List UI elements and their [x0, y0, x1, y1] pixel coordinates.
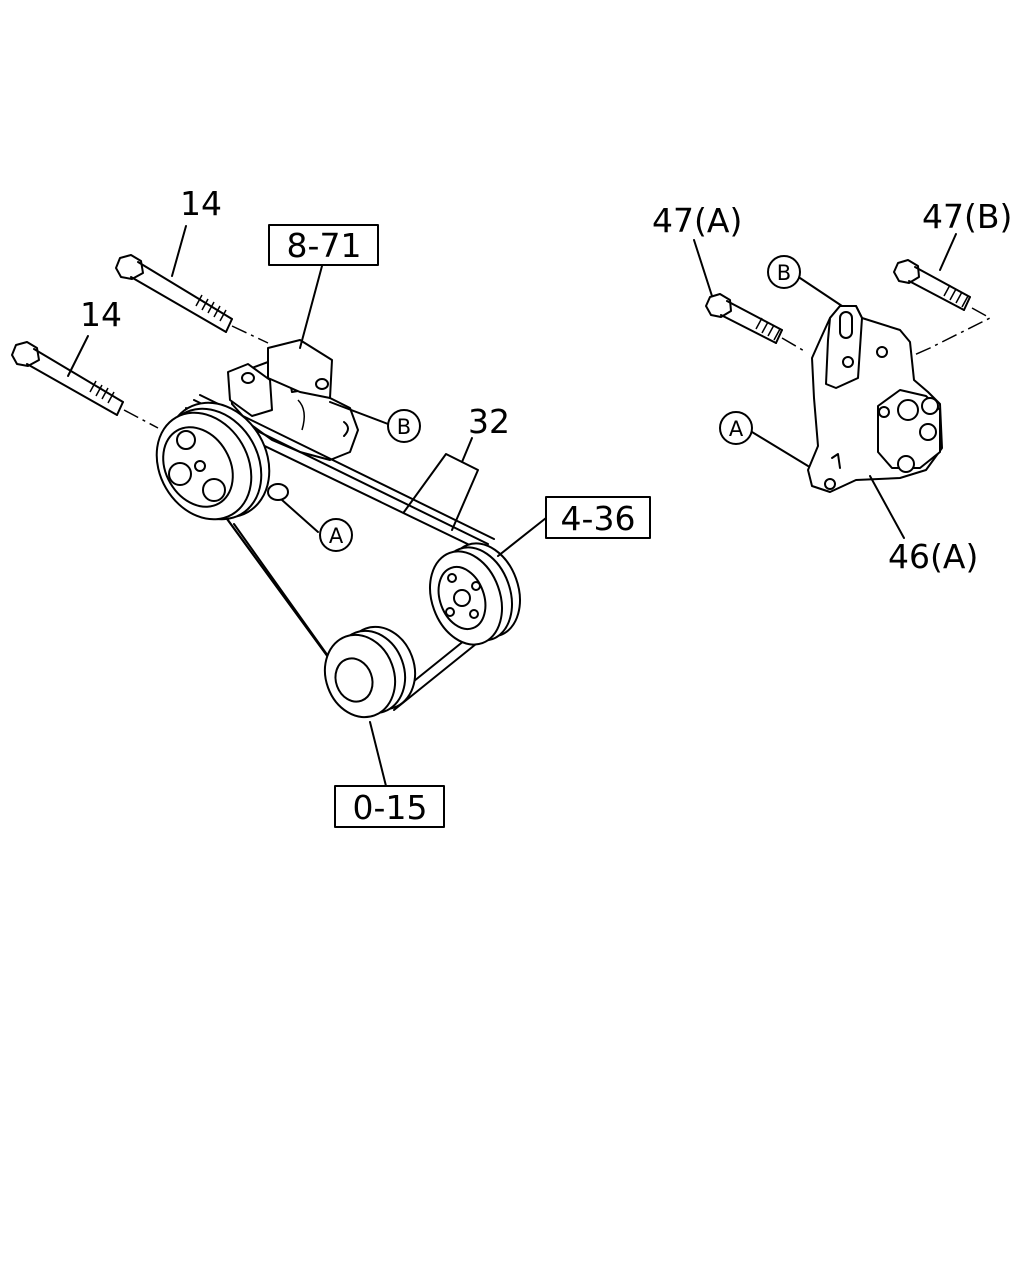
callout-14-upper: 14	[180, 184, 222, 223]
marker-a-right: A	[729, 417, 744, 441]
callout-box-0-15	[334, 785, 445, 828]
callout-4-36: 4-36	[561, 499, 636, 538]
marker-a-left: A	[329, 524, 344, 548]
bolt-47a	[705, 293, 807, 353]
bolt-upper	[115, 254, 269, 344]
marker-a-right-circle	[719, 411, 753, 445]
marker-b-left-circle	[387, 409, 421, 443]
bolt-lower	[11, 341, 159, 429]
crank-pulley	[323, 625, 417, 719]
callout-14-lower: 14	[80, 295, 122, 334]
callout-8-71: 8-71	[287, 226, 362, 265]
compressor-pulley	[155, 401, 271, 521]
callout-46a: 46(A)	[888, 537, 978, 576]
callout-box-8-71	[268, 224, 379, 266]
marker-b-right: B	[777, 261, 791, 285]
idler-pulley	[429, 542, 521, 646]
callout-47a: 47(A)	[652, 201, 742, 240]
callout-box-4-36	[545, 496, 651, 539]
callout-0-15: 0-15	[353, 788, 428, 827]
leader-lines-left	[67, 225, 547, 787]
callout-47b: 47(B)	[922, 197, 1012, 236]
marker-a-left-circle	[319, 518, 353, 552]
marker-b-left: B	[397, 415, 411, 439]
compressor	[227, 339, 359, 501]
bolt-47b	[893, 259, 992, 357]
leader-lines-right	[693, 233, 957, 539]
callout-32: 32	[468, 402, 510, 441]
marker-b-right-circle	[767, 255, 801, 289]
bracket-46a	[807, 305, 943, 493]
